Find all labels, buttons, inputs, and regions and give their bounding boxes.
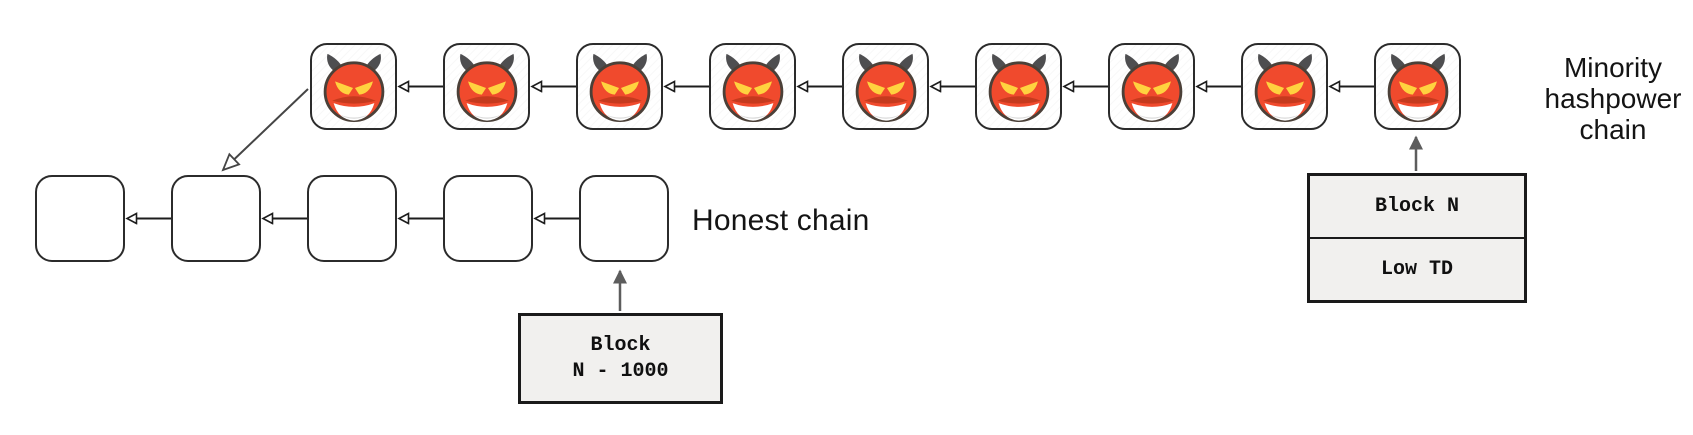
minority-block xyxy=(709,43,796,130)
devil-face-icon xyxy=(1387,53,1448,122)
minority-block xyxy=(1108,43,1195,130)
honest-chain-label: Honest chain xyxy=(692,204,870,237)
label-line-block: Block xyxy=(590,333,651,357)
honest-block xyxy=(579,175,669,262)
minority-block xyxy=(310,43,397,130)
devil-face-icon xyxy=(456,53,517,122)
devil-face-icon xyxy=(855,53,916,122)
minority-block xyxy=(443,43,530,130)
minority-block xyxy=(842,43,929,130)
block-n-cell: Block N xyxy=(1374,195,1459,218)
block-n-1000-label-box: Block N - 1000 xyxy=(518,313,723,404)
minority-block xyxy=(1241,43,1328,130)
devil-face-icon xyxy=(988,53,1049,122)
devil-face-icon xyxy=(589,53,650,122)
devil-face-icon xyxy=(722,53,783,122)
honest-block xyxy=(307,175,397,262)
minority-block xyxy=(975,43,1062,130)
devil-face-icon xyxy=(323,53,384,122)
honest-block xyxy=(171,175,261,262)
minority-block xyxy=(576,43,663,130)
minority-block xyxy=(1374,43,1461,130)
honest-block xyxy=(35,175,125,262)
honest-block xyxy=(443,175,533,262)
devil-face-icon xyxy=(1254,53,1315,122)
label-line-n-1000: N - 1000 xyxy=(572,359,669,383)
devil-face-icon xyxy=(1121,53,1182,122)
fork-arrow xyxy=(221,88,309,172)
low-td-cell: Low TD xyxy=(1310,237,1524,300)
block-n-low-td-label-box: Block N Low TD xyxy=(1307,173,1527,303)
minority-chain-label: Minority hashpower chain xyxy=(1544,52,1682,145)
